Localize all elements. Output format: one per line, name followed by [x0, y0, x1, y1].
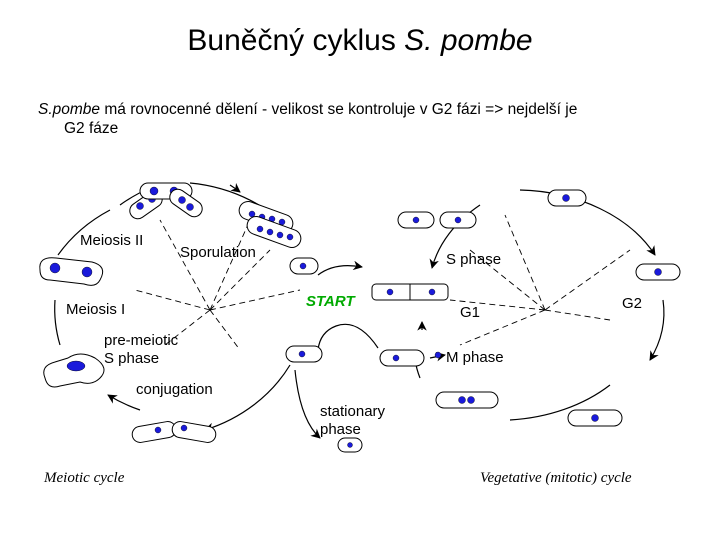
label-s-phase: S phase	[446, 251, 501, 268]
cell-veg-bottom	[435, 391, 499, 409]
label-stationary-2: phase	[320, 421, 361, 438]
vegetative-cells	[371, 189, 681, 427]
label-meiosis-ii: Meiosis II	[80, 232, 143, 249]
label-m-phase: M phase	[446, 349, 504, 366]
cell-meiosis-ii	[39, 257, 104, 286]
start-arrow-up	[317, 260, 363, 276]
subtitle-line2: G2 fáze	[64, 120, 119, 137]
vegetative-cycle-arcs	[414, 189, 665, 421]
vegetative-dashed-spokes	[449, 214, 631, 346]
asci-right	[238, 201, 302, 248]
cell-veg-top-right	[547, 189, 587, 207]
meiotic-cells	[39, 182, 363, 453]
label-g2: G2	[622, 295, 642, 312]
meiotic-dashed-spokes	[134, 219, 301, 351]
arc-left-mid	[54, 299, 61, 346]
ascus-top-right	[169, 188, 203, 218]
arc-bottom-right	[204, 364, 291, 432]
cell-veg-start	[371, 283, 449, 301]
cell-premeiotic	[43, 353, 105, 388]
cell-veg-s-phase	[397, 211, 477, 229]
cell-veg-bottom-right	[567, 409, 623, 427]
subtitle-line1: má rovnocenné dělení - velikost se kontr…	[100, 101, 578, 118]
cell-sporulation	[289, 257, 319, 275]
cell-veg-m	[379, 349, 442, 367]
cell-conjugation	[131, 421, 217, 443]
veg-arc-top-left	[429, 204, 481, 269]
cell-start-left	[285, 345, 323, 363]
arc-bottom-left	[107, 394, 141, 411]
subtitle-italic: S.pombe	[38, 101, 101, 118]
cell-stationary	[337, 437, 363, 453]
veg-arc-bottom	[509, 384, 611, 421]
label-premeiotic-1: pre-meiotic	[104, 332, 179, 349]
veg-arc-right	[649, 299, 665, 361]
arc-left-upper	[57, 209, 111, 256]
start-arrow-curve	[317, 323, 379, 351]
label-meiosis-i: Meiosis I	[66, 301, 125, 318]
label-conjugation: conjugation	[136, 381, 213, 398]
page-subtitle: S.pombe má rovnocenné dělení - velikost …	[38, 100, 688, 138]
label-stationary-1: stationary	[320, 403, 386, 420]
label-g1: G1	[460, 304, 480, 321]
cell-veg-g2	[635, 263, 681, 281]
veg-arc-top-right	[519, 189, 656, 256]
page-title: Buněčný cyklus S. pombe	[187, 24, 533, 57]
stationary-arrow	[294, 369, 321, 439]
label-vegetative-cycle: Vegetative (mitotic) cycle	[480, 470, 632, 486]
label-meiotic-cycle: Meiotic cycle	[43, 470, 125, 486]
label-start: START	[306, 293, 356, 310]
label-premeiotic-2: S phase	[104, 350, 159, 367]
arc-top-arrow	[229, 182, 241, 193]
label-sporulation: Sporulation	[180, 244, 256, 261]
